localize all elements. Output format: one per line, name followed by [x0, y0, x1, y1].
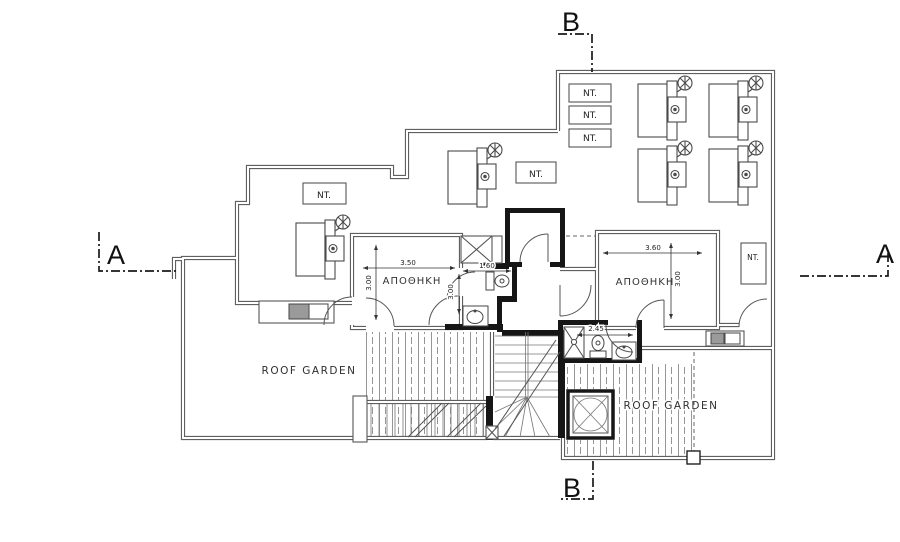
nt-box	[515, 161, 557, 184]
door-arc-right-room	[635, 299, 665, 329]
nt-label: NT.	[317, 191, 331, 201]
roof-garden-label-left: ROOF GARDEN	[262, 365, 357, 377]
dim-160: 1.60	[479, 262, 495, 270]
section-letter-b-bottom: B	[563, 473, 581, 503]
bath-shaft	[563, 326, 585, 359]
dim-360: 3.60	[645, 244, 661, 252]
elevator-shaft	[505, 208, 565, 268]
dim-245: 2.45	[588, 325, 604, 333]
dim-300-bath: 3.00	[447, 284, 455, 300]
room-label-storage-left: ΑΠΟΘΗΚΗ	[383, 276, 442, 287]
ac-unit-icon	[637, 140, 693, 206]
nt-units: NT. NT. NT. NT. NT. NT.	[302, 83, 767, 285]
section-marker-b-top: B	[558, 7, 593, 72]
roof-garden-label-right: ROOF GARDEN	[624, 400, 719, 412]
section-line-b-bottom	[561, 461, 594, 500]
toilet-icon	[485, 271, 510, 291]
external-staircase	[352, 395, 487, 443]
ac-unit-icon	[708, 140, 764, 206]
dimension-lines: 3.50 3.00 1.60 3.00 3.60 3.00 2.45	[363, 243, 702, 337]
ac-unit-icon	[637, 75, 693, 141]
ac-unit-icon	[708, 75, 764, 141]
toilet-icon-right	[589, 335, 607, 359]
stair-corner-box	[485, 425, 499, 440]
main-staircase	[494, 332, 561, 438]
section-line-a-left	[98, 232, 178, 272]
door-arc-left-room-east	[428, 295, 459, 326]
skylight	[566, 389, 615, 440]
counter-right	[705, 330, 745, 347]
nt-label: NT.	[583, 89, 597, 99]
section-line-b-top	[558, 33, 593, 72]
ac-unit-icon	[295, 214, 351, 280]
dim-300-left: 3.00	[365, 275, 373, 291]
counter-left	[258, 300, 335, 324]
core-walls	[445, 263, 642, 440]
nt-label: NT.	[583, 134, 597, 144]
ac-unit-icon	[447, 142, 503, 208]
door-arc-bathroom-right	[605, 323, 634, 353]
section-marker-a-right: A	[798, 239, 894, 277]
section-line-a-right	[798, 253, 889, 277]
sink-icon	[462, 305, 489, 327]
nt-box	[740, 242, 767, 285]
door-arc-hall	[559, 284, 592, 317]
section-letter-a-left: A	[107, 240, 125, 270]
section-letter-a-right: A	[876, 239, 894, 269]
door-arcs	[323, 271, 768, 353]
column-marker-square	[686, 450, 701, 465]
nt-label: NT.	[747, 253, 759, 262]
nt-box	[568, 83, 612, 103]
nt-label: NT.	[583, 111, 597, 121]
elevator-door-arc	[519, 233, 549, 263]
nt-label: NT.	[529, 170, 543, 180]
dim-350: 3.50	[400, 259, 416, 267]
nt-box	[568, 105, 612, 125]
nt-box	[302, 182, 347, 205]
vent-shaft	[460, 235, 503, 264]
section-marker-a-left: A	[98, 232, 178, 272]
dim-300-right: 3.00	[674, 271, 682, 287]
door-arc-corridor	[738, 298, 768, 328]
nt-box	[568, 128, 612, 148]
room-label-storage-right: ΑΠΟΘΗΚΗ	[616, 277, 675, 288]
section-marker-b-bottom: B	[561, 461, 594, 503]
door-arc-left-room-south	[365, 297, 395, 327]
door-arc-left-room-west	[323, 296, 353, 326]
section-letter-b-top: B	[562, 7, 580, 37]
